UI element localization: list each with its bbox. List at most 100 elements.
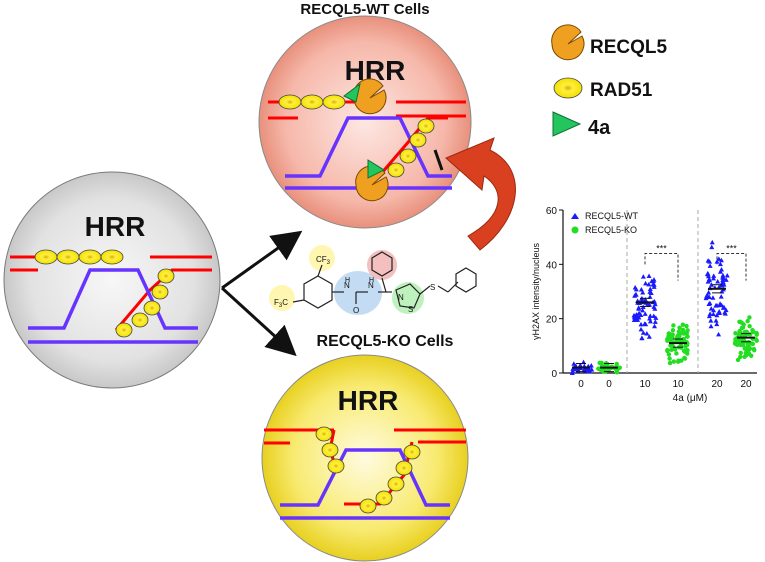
legend-rad51-label: RAD51 [590, 80, 653, 101]
data-point-wt [640, 330, 646, 335]
data-point-wt [723, 277, 729, 282]
data-point-wt [633, 317, 639, 323]
data-point-ko [745, 318, 750, 324]
data-point-ko [671, 323, 676, 328]
data-point-wt [569, 370, 575, 375]
wt-break-mark [433, 149, 444, 171]
urea-nh-2: N [368, 281, 374, 290]
data-point-wt [723, 307, 729, 313]
cf3-left-label: F3C [274, 298, 288, 309]
red-curved-arrow [445, 137, 516, 251]
data-point-ko [678, 345, 684, 350]
data-point-ko [671, 359, 677, 364]
data-point-wt [710, 311, 716, 317]
data-point-wt [720, 277, 726, 283]
data-point-wt [719, 302, 725, 308]
data-point-wt [709, 244, 715, 250]
data-point-ko [681, 348, 687, 354]
ko-rad51-filament-left [315, 426, 345, 474]
ko-cell-title: RECQL5-KO Cells [317, 333, 454, 350]
data-point-wt [715, 278, 721, 284]
x-tick-label: 20 [711, 379, 723, 390]
4a-legend-icon [552, 111, 582, 137]
data-point-wt [706, 294, 712, 300]
baseline-hrr-panel: HRR [3, 171, 221, 389]
data-point-ko [750, 327, 755, 333]
data-point-ko [669, 347, 674, 353]
data-point-wt [720, 274, 726, 280]
urea-nh-1-h: H [345, 277, 350, 284]
x-axis-title: 4a (μM) [673, 393, 708, 404]
data-point-ko [614, 361, 619, 367]
data-point-wt [650, 281, 656, 287]
data-point-ko [676, 358, 681, 363]
y-tick-label: 40 [546, 260, 558, 271]
data-point-wt [652, 319, 658, 324]
thiazole-n: N [398, 293, 404, 302]
data-point-wt [716, 331, 722, 337]
data-point-wt [581, 359, 587, 365]
data-point-ko [682, 355, 687, 361]
baseline-hrr-label: HRR [85, 211, 146, 242]
legend-label: RECQL5-KO [585, 225, 637, 235]
data-point-ko [680, 330, 685, 336]
legend-recql5-label: RECQL5 [590, 37, 668, 58]
data-point-ko [676, 329, 682, 334]
data-point-wt [710, 295, 716, 300]
thiazole-s: S [408, 305, 413, 314]
data-point-wt [717, 310, 723, 316]
wt-recql5-top [353, 78, 387, 115]
data-point-wt [651, 313, 657, 319]
y-tick-label: 20 [546, 315, 558, 326]
urea-nh-2-h: H [369, 277, 374, 284]
data-point-wt [653, 315, 659, 320]
ko-rad51-filament-right [359, 444, 421, 514]
data-point-wt [638, 321, 644, 327]
benzyl-ring [455, 267, 477, 293]
data-point-wt [714, 321, 720, 327]
x-tick-label: 10 [672, 379, 684, 390]
data-point-ko [747, 324, 752, 329]
data-point-ko [680, 327, 686, 333]
data-point-ko [665, 347, 670, 353]
data-point-ko [738, 354, 743, 360]
phenyl-ring [371, 251, 393, 277]
data-point-ko [733, 339, 738, 345]
data-point-wt [636, 315, 642, 320]
data-point-wt [638, 312, 644, 318]
significance-label: *** [656, 243, 667, 253]
data-point-ko [672, 347, 678, 352]
carbonyl-o: O [353, 306, 359, 315]
aryl-ring [303, 275, 333, 309]
baseline-rad51-filament-diagonal [115, 268, 175, 338]
baseline-rad51-filament-top [34, 249, 124, 265]
data-point-wt [646, 334, 652, 339]
data-point-wt [706, 313, 712, 319]
data-point-wt [711, 273, 717, 278]
wt-4a-triangle-top [343, 82, 361, 103]
data-point-wt [713, 303, 719, 308]
data-point-wt [633, 292, 639, 297]
data-point-wt [706, 273, 712, 279]
data-point-wt [724, 272, 730, 278]
data-point-wt [638, 326, 644, 332]
data-point-wt [718, 294, 724, 299]
data-point-wt [575, 366, 581, 371]
rad51-legend-icon [553, 77, 583, 99]
data-point-wt [705, 271, 711, 276]
data-point-wt [570, 366, 576, 371]
data-point-wt [709, 239, 715, 245]
data-point-ko [597, 360, 602, 366]
data-point-ko [733, 330, 738, 336]
ko-hrr-label: HRR [338, 385, 399, 416]
data-point-wt [646, 273, 652, 278]
data-point-wt [647, 289, 653, 294]
data-point-wt [707, 259, 713, 264]
data-point-wt [708, 318, 714, 323]
wt-cell-title: RECQL5-WT Cells [300, 1, 429, 18]
data-point-ko [666, 352, 672, 357]
compound-4a-structure: CF3 F3C N H N H O N S S [269, 245, 477, 315]
data-point-ko [739, 320, 744, 325]
data-point-ko [747, 315, 752, 320]
